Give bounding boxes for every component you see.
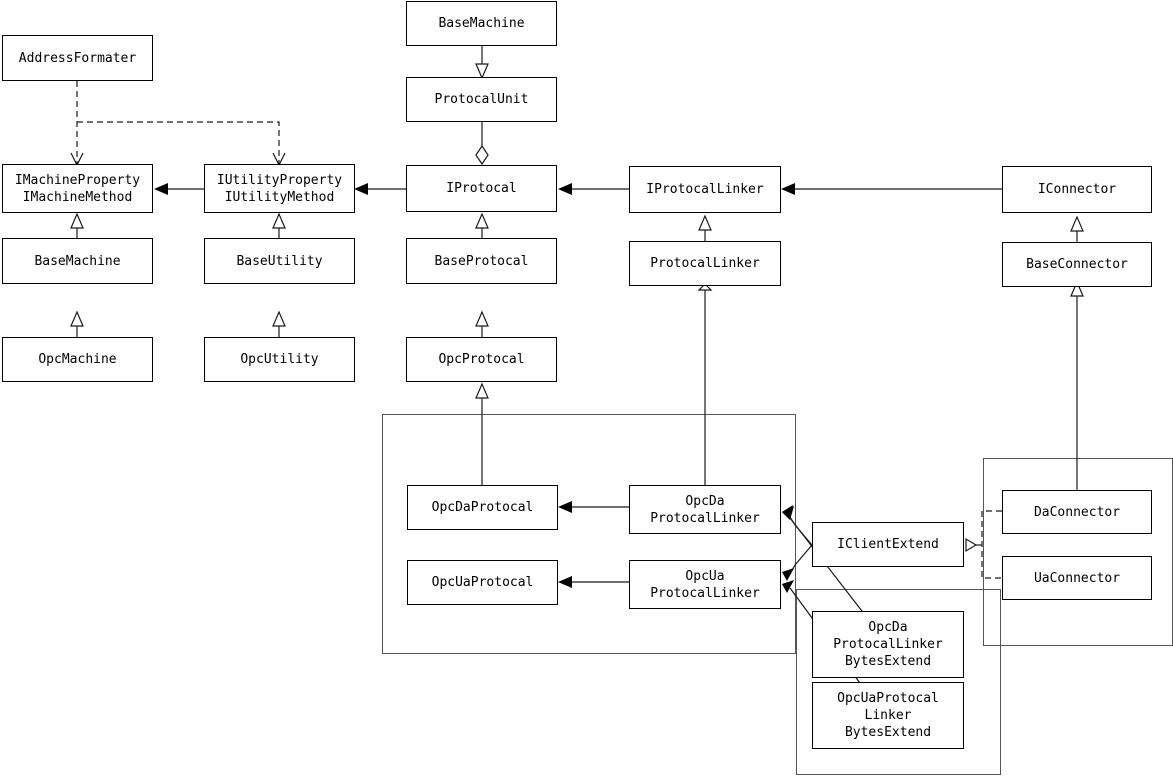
class-label-base-protocal: BaseProtocal — [434, 253, 529, 269]
arrowhead-filled-opcdalinker-b — [782, 505, 793, 519]
class-label-opc-ua-protocal: OpcUaProtocal — [431, 575, 534, 590]
arrowhead-filled-imachine — [154, 183, 168, 195]
class-box-da-connector[interactable]: DaConnector — [1002, 490, 1152, 534]
arrowhead-filled-iprotocal — [558, 183, 572, 195]
arrowhead-filled-iprotocallinker — [781, 183, 795, 195]
arrowhead-filled-iutility — [354, 183, 368, 195]
arrowhead-hollow-iutility-gen — [272, 212, 286, 229]
class-box-opc-da-protocal-linker[interactable]: OpcDa ProtocalLinker — [629, 485, 781, 534]
arrowhead-hollow-iclientextend-realization — [965, 537, 978, 553]
arrowhead-hollow-opcprotocal-gen — [475, 382, 489, 399]
class-label-base-machine-top: BaseMachine — [438, 16, 525, 31]
class-box-base-protocal[interactable]: BaseProtocal — [406, 238, 557, 284]
class-box-protocal-unit[interactable]: ProtocalUnit — [406, 77, 557, 122]
diamond-iprotocal — [475, 144, 489, 166]
class-label-ua-connector: UaConnector — [1033, 570, 1121, 586]
class-box-opc-machine[interactable]: OpcMachine — [2, 337, 153, 382]
class-box-opc-ua-bytes-extend[interactable]: OpcUaProtocal Linker BytesExtend — [812, 682, 964, 749]
class-label-iconnector: IConnector — [1037, 182, 1117, 197]
class-box-opc-da-protocal[interactable]: OpcDaProtocal — [407, 485, 558, 530]
arrowhead-hollow-protocallinker-gen — [697, 283, 713, 291]
class-label-opc-da-protocal-linker: OpcDa ProtocalLinker — [650, 493, 760, 526]
class-box-base-utility[interactable]: BaseUtility — [204, 238, 355, 284]
class-box-opc-utility[interactable]: OpcUtility — [204, 337, 355, 382]
class-box-opc-ua-protocal-linker[interactable]: OpcUa ProtocalLinker — [629, 560, 781, 609]
arrowhead-filled-opcualinker-b — [782, 580, 794, 593]
class-label-iclient-extend: IClientExtend — [837, 537, 939, 552]
class-label-imachine-property: IMachineProperty IMachineMethod — [14, 172, 141, 205]
arrowhead-hollow-baseutility-gen — [272, 310, 286, 327]
class-label-opc-da-protocal: OpcDaProtocal — [431, 500, 534, 515]
class-box-base-connector[interactable]: BaseConnector — [1002, 242, 1152, 287]
arrowhead-hollow-baseconnector-gen — [1070, 280, 1084, 297]
class-label-address-formater: AddressFormater — [18, 50, 137, 66]
class-label-opc-utility: OpcUtility — [240, 352, 319, 367]
arrowhead-filled-opcualinker-a — [782, 568, 794, 581]
arrowhead-hollow-baseprotocal-gen — [475, 310, 489, 327]
arrowhead-filled-opcdaprotocal — [558, 501, 572, 513]
class-box-ua-connector[interactable]: UaConnector — [1002, 556, 1152, 600]
class-label-protocal-unit: ProtocalUnit — [434, 92, 529, 107]
edge-addressformater-iutility — [77, 121, 280, 164]
class-box-iutility-property[interactable]: IUtilityProperty IUtilityMethod — [204, 164, 355, 213]
class-box-base-machine[interactable]: BaseMachine — [2, 238, 153, 284]
class-label-opc-da-bytes-extend: OpcDa ProtocalLinker BytesExtend — [833, 620, 943, 669]
arrowhead-filled-opcuaprotocal — [558, 576, 572, 588]
arrowhead-hollow-protocalunit — [475, 63, 489, 80]
class-box-opc-ua-protocal[interactable]: OpcUaProtocal — [407, 560, 558, 605]
class-box-base-machine-top[interactable]: BaseMachine — [406, 1, 557, 46]
class-label-opc-ua-bytes-extend: OpcUaProtocal Linker BytesExtend — [837, 691, 939, 740]
arrowhead-hollow-basemachine-gen — [70, 310, 84, 327]
class-box-address-formater[interactable]: AddressFormater — [2, 35, 153, 81]
arrowhead-hollow-iprotocallinker-gen — [698, 214, 712, 231]
class-label-opc-machine: OpcMachine — [38, 352, 117, 367]
bytes-extend-group-container — [796, 589, 1001, 775]
class-label-base-connector: BaseConnector — [1026, 257, 1128, 272]
class-label-iprotocal-linker: IProtocalLinker — [646, 182, 764, 197]
class-label-iprotocal: IProtocal — [446, 181, 517, 196]
class-box-opc-protocal[interactable]: OpcProtocal — [406, 337, 557, 382]
class-label-iutility-property: IUtilityProperty IUtilityMethod — [216, 172, 343, 205]
class-box-iprotocal-linker[interactable]: IProtocalLinker — [629, 166, 781, 213]
class-label-opc-protocal: OpcProtocal — [438, 352, 525, 367]
class-box-iconnector[interactable]: IConnector — [1002, 166, 1152, 213]
class-box-iclient-extend[interactable]: IClientExtend — [812, 522, 964, 567]
class-box-protocal-linker[interactable]: ProtocalLinker — [629, 241, 781, 286]
class-label-base-utility: BaseUtility — [236, 253, 323, 269]
class-label-da-connector: DaConnector — [1033, 504, 1121, 520]
protocal-group-container — [382, 414, 796, 654]
arrowhead-hollow-iprotocal-gen — [475, 212, 489, 229]
class-label-protocal-linker: ProtocalLinker — [650, 256, 760, 271]
class-box-iprotocal[interactable]: IProtocal — [406, 165, 557, 212]
arrowhead-hollow-imachine-gen — [70, 212, 84, 229]
class-box-imachine-property[interactable]: IMachineProperty IMachineMethod — [2, 164, 153, 213]
class-box-opc-da-bytes-extend[interactable]: OpcDa ProtocalLinker BytesExtend — [812, 611, 964, 678]
class-label-opc-ua-protocal-linker: OpcUa ProtocalLinker — [650, 568, 760, 601]
class-label-base-machine: BaseMachine — [34, 253, 121, 269]
arrowhead-hollow-iconnector-gen — [1070, 215, 1084, 232]
